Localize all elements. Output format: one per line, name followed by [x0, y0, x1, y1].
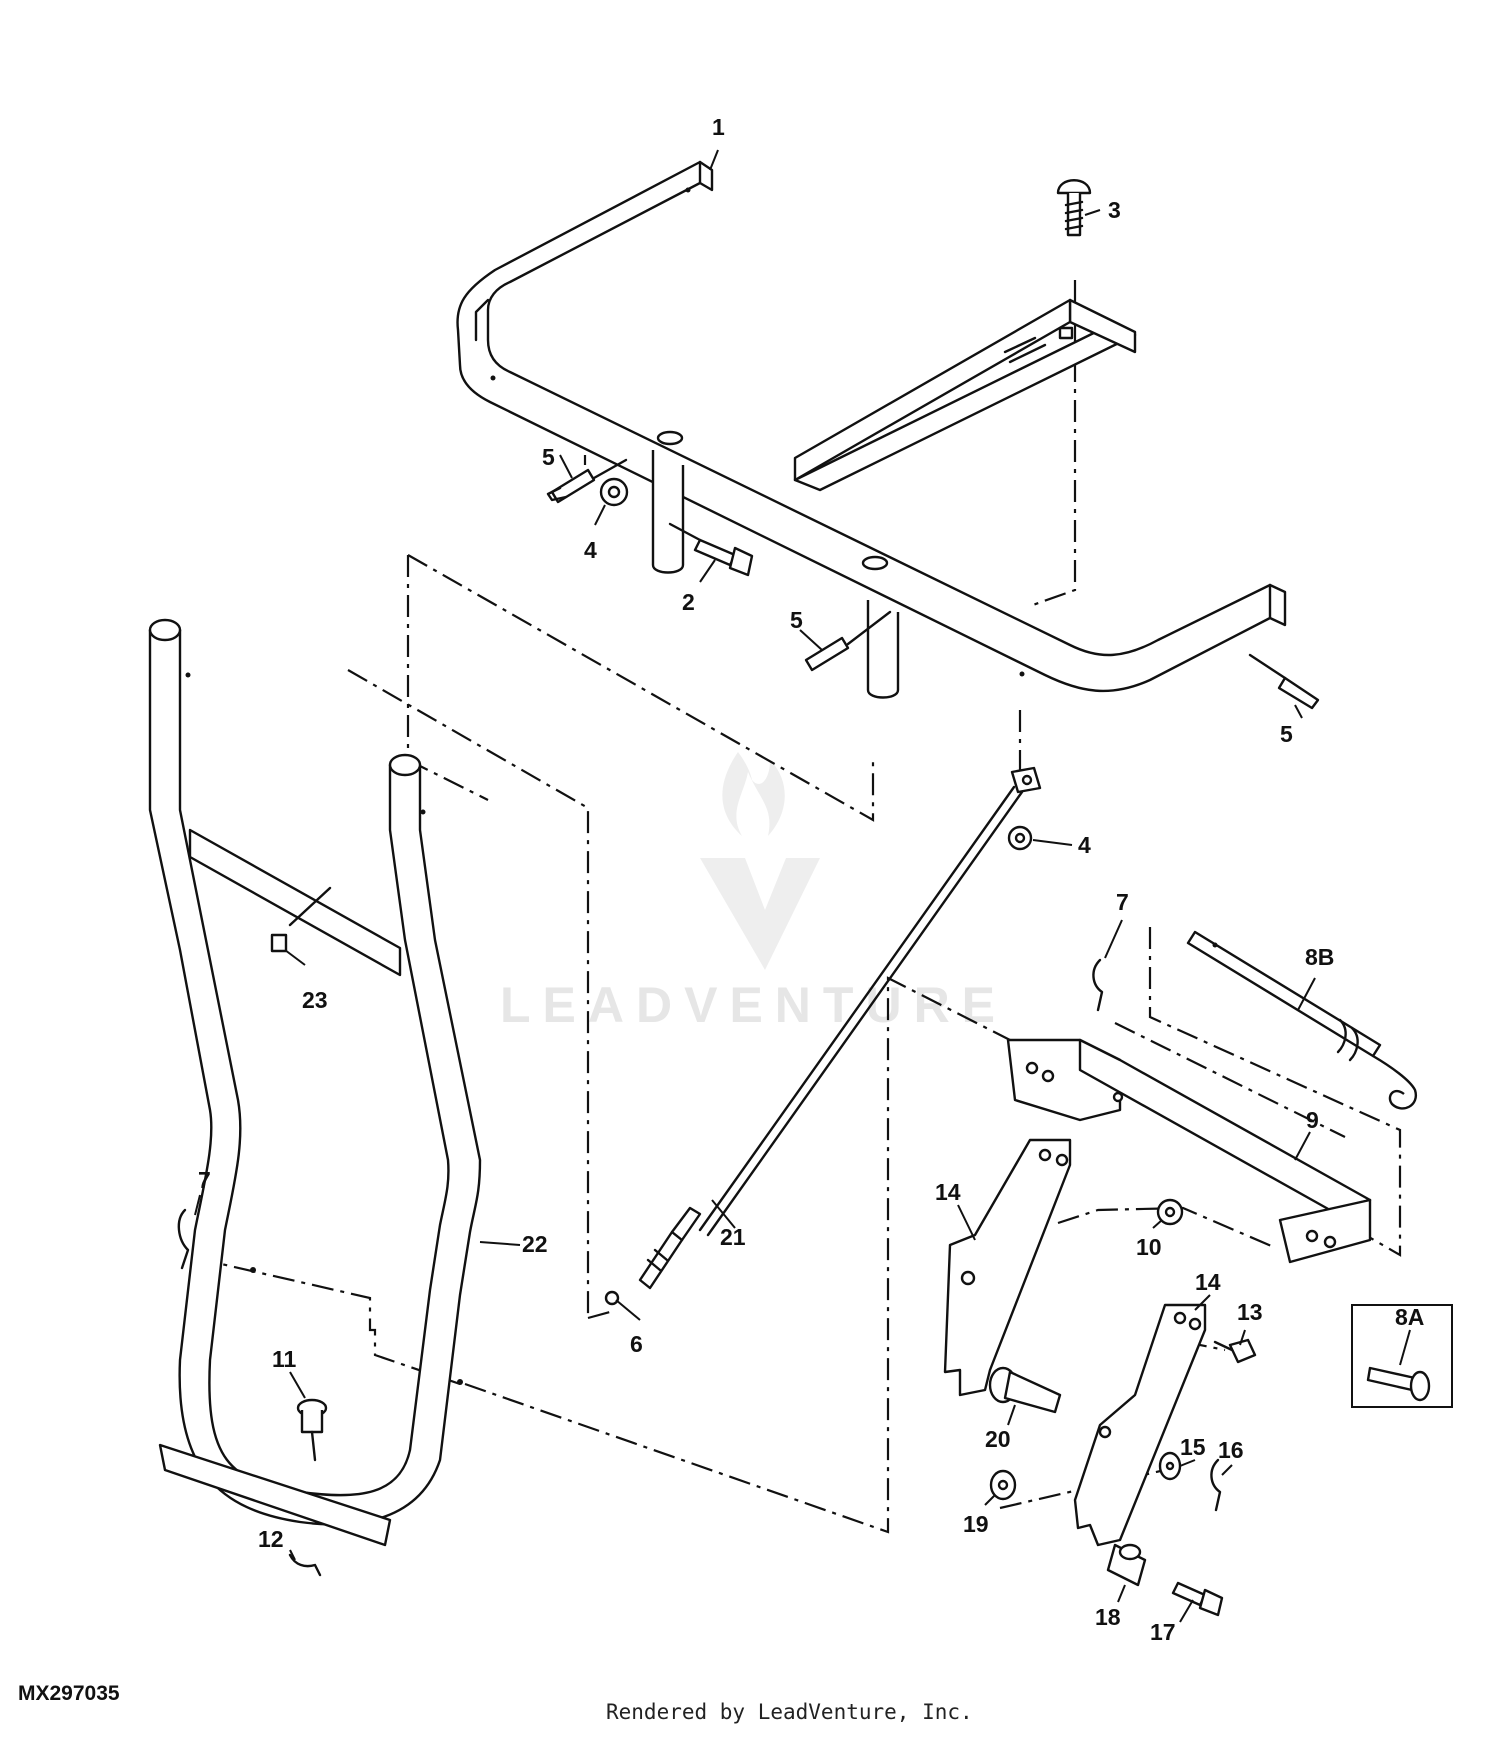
long-pin[interactable]: [1186, 930, 1418, 1110]
leader-lines: [194, 149, 1411, 1623]
callout-18: 18: [1095, 1604, 1121, 1630]
lock-nut[interactable]: [1156, 1198, 1184, 1226]
watermark-text: LEADVENTURE: [500, 977, 1007, 1033]
carriage-bolt[interactable]: [1056, 179, 1092, 237]
flange-nut-upper[interactable]: [599, 477, 629, 507]
callout-5-upper: 5: [542, 444, 555, 470]
rivet-right[interactable]: [1248, 653, 1320, 710]
flange-nut-bottom[interactable]: [989, 1469, 1017, 1501]
render-credit: Rendered by LeadVenture, Inc.: [606, 1700, 973, 1724]
hairpin-clip-right[interactable]: [1092, 958, 1104, 1012]
flange-bolt[interactable]: [668, 522, 754, 577]
hairpin-clip-small[interactable]: [1210, 1458, 1222, 1512]
flange-nut-lower[interactable]: [1007, 825, 1033, 851]
callout-8a: 8A: [1395, 1304, 1424, 1330]
callout-20: 20: [985, 1426, 1011, 1452]
lift-frame-tube[interactable]: [148, 618, 482, 1547]
callout-6: 6: [630, 1331, 643, 1357]
callout-3: 3: [1108, 197, 1121, 223]
flat-washer[interactable]: [1158, 1451, 1182, 1481]
spacer-sleeve[interactable]: [1106, 1543, 1147, 1587]
callout-7-left: 7: [198, 1167, 211, 1193]
callout-15: 15: [1180, 1434, 1206, 1460]
callout-19: 19: [963, 1511, 989, 1537]
callout-17: 17: [1150, 1619, 1176, 1645]
hex-bolt-long[interactable]: [1171, 1581, 1224, 1617]
leadventure-logo-icon: [700, 752, 820, 970]
callout-22: 22: [522, 1231, 548, 1257]
bushing-small[interactable]: [270, 886, 332, 953]
callout-10: 10: [1136, 1234, 1162, 1260]
callout-8b: 8B: [1305, 944, 1334, 970]
spring-clip[interactable]: [288, 1553, 322, 1577]
callout-13: 13: [1237, 1299, 1263, 1325]
frame-u-bar[interactable]: [456, 160, 1287, 699]
pivot-bracket[interactable]: [1006, 1038, 1372, 1264]
plug[interactable]: [296, 1398, 328, 1462]
callouts: 1 2 3 4 4 5 5 5 6 7 7 8A 8B 9 10 11 12 1…: [198, 114, 1424, 1645]
inset-box: [1351, 1304, 1453, 1408]
clevis-pin[interactable]: [1366, 1366, 1431, 1402]
callout-7-right: 7: [1116, 889, 1129, 915]
rivet-upper[interactable]: [546, 458, 628, 504]
callout-5-middle: 5: [790, 607, 803, 633]
callout-9: 9: [1306, 1107, 1319, 1133]
side-plate-right[interactable]: [1073, 1303, 1207, 1547]
hairpin-clip-left[interactable]: [177, 1208, 190, 1270]
watermark: LEADVENTURE: [500, 752, 1007, 1033]
diagram-code: MX297035: [18, 1682, 120, 1705]
callout-12: 12: [258, 1526, 284, 1552]
callout-4-upper: 4: [584, 537, 597, 563]
callout-14-right: 14: [1195, 1269, 1221, 1295]
callout-11: 11: [272, 1346, 297, 1372]
control-rod[interactable]: [638, 766, 1042, 1290]
callout-14-left: 14: [935, 1179, 961, 1205]
callout-16: 16: [1218, 1437, 1244, 1463]
hex-bolt-small[interactable]: [1213, 1338, 1257, 1364]
side-plate-left[interactable]: [943, 1138, 1072, 1397]
callout-5-right: 5: [1280, 721, 1293, 747]
callout-4-lower: 4: [1078, 832, 1091, 858]
callout-2: 2: [682, 589, 695, 615]
callout-1: 1: [712, 114, 725, 140]
callout-21: 21: [720, 1224, 746, 1250]
rivet-middle[interactable]: [804, 610, 892, 672]
shoulder-pin[interactable]: [988, 1366, 1062, 1414]
callout-23: 23: [302, 987, 328, 1013]
cotter-pin-small[interactable]: [604, 1290, 620, 1306]
